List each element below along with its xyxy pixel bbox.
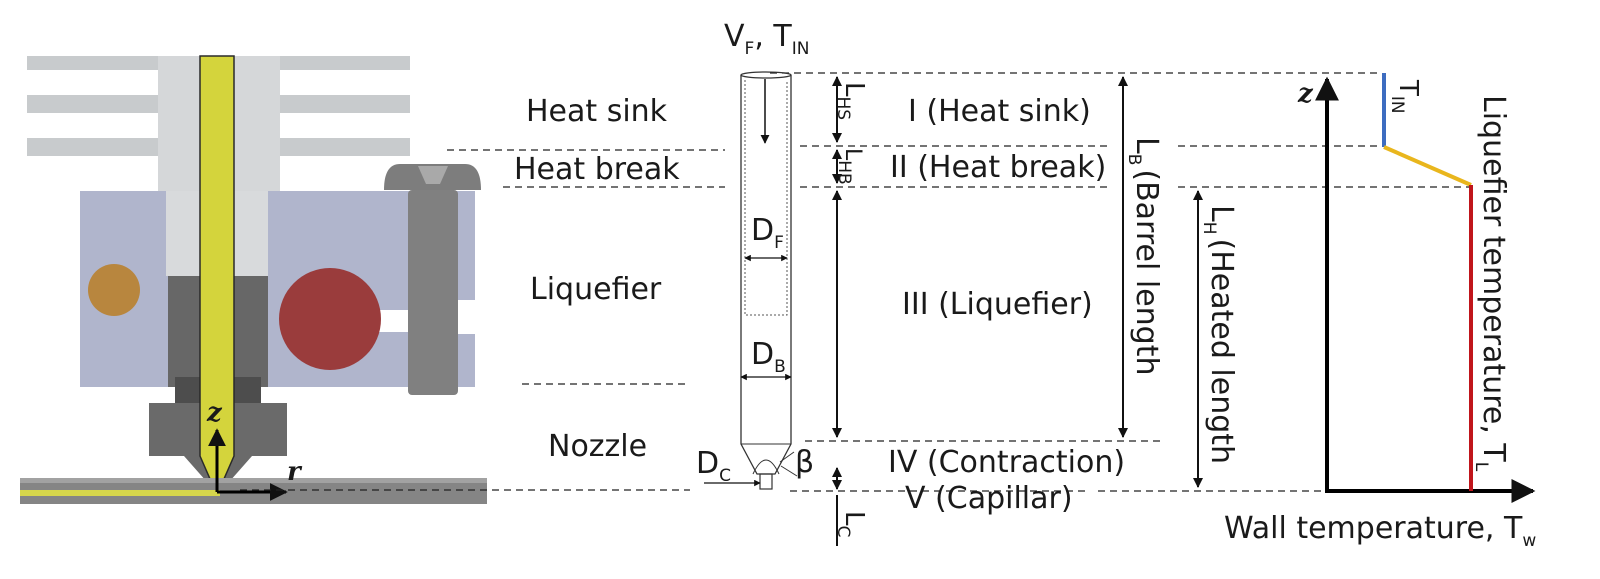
- inlet-temperature-label: TIN: [1387, 79, 1423, 114]
- cad-r-axis-label: r: [287, 457, 303, 487]
- barrel-schematic: [704, 71, 798, 490]
- zone-5-label: V (Capillar): [905, 481, 1073, 516]
- heat-break-length-label: LHB: [834, 148, 865, 185]
- cad-z-axis-label: z: [206, 398, 223, 428]
- capillary-diameter-label: DC: [696, 446, 731, 486]
- length-dimension-arrows: [832, 76, 1203, 546]
- zone-1-label: I (Heat sink): [908, 94, 1091, 129]
- wall-temperature-axis-label: Wall temperature, Tw: [1224, 511, 1536, 551]
- filament-diameter-label: DF: [751, 213, 784, 253]
- svg-text:Liquefier temperature, TL: Liquefier temperature, TL: [1471, 95, 1511, 472]
- thermistor: [279, 268, 381, 370]
- liquefier-temperature-axis-label: Liquefier temperature, TL: [1471, 95, 1511, 472]
- section-name-nozzle: Nozzle: [548, 429, 647, 464]
- heat-sink-length-label: LHS: [833, 82, 869, 120]
- deposited-strand: [20, 490, 220, 496]
- heater-cartridge: [88, 264, 140, 316]
- svg-text:LC: LC: [833, 511, 869, 537]
- zone-4-label: IV (Contraction): [888, 445, 1125, 480]
- section-name-heat-break: Heat break: [514, 152, 680, 187]
- svg-text:LH(Heated length: LH(Heated length: [1199, 205, 1239, 464]
- zone-labels: I (Heat sink) II (Heat break) III (Lique…: [888, 94, 1125, 516]
- section-name-liquefier: Liquefier: [530, 272, 662, 307]
- feed-velocity-label: VF, TIN: [724, 19, 809, 59]
- section-name-heat-sink: Heat sink: [526, 94, 668, 129]
- svg-text:LHS: LHS: [833, 82, 869, 120]
- section-names: Heat sink Heat break Liquefier Nozzle: [514, 94, 680, 464]
- capillary-length-label: LC: [833, 511, 869, 537]
- screw: [384, 164, 481, 395]
- zone-3-label: III (Liquefier): [902, 287, 1093, 322]
- hotend-cad-rendering: z r: [20, 55, 487, 504]
- heated-length-label: LH(Heated length: [1199, 205, 1239, 464]
- section-guide-lines: [240, 72, 1470, 492]
- profile-z-axis-label: z: [1297, 79, 1314, 109]
- barrel-diameter-label: DB: [751, 337, 786, 377]
- zone-2-label: II (Heat break): [890, 150, 1106, 185]
- contraction-angle-label: β: [795, 445, 814, 480]
- temperature-profile-plot: z TIN Liquefier temperature, TL Wall tem…: [1224, 73, 1536, 551]
- svg-text:TIN: TIN: [1387, 79, 1423, 114]
- svg-text:LB(Barrel length: LB(Barrel length: [1124, 137, 1164, 376]
- heat-break-segment: [1383, 145, 1472, 187]
- svg-text:LHB: LHB: [834, 148, 865, 185]
- barrel-length-label: LB(Barrel length: [1124, 137, 1164, 376]
